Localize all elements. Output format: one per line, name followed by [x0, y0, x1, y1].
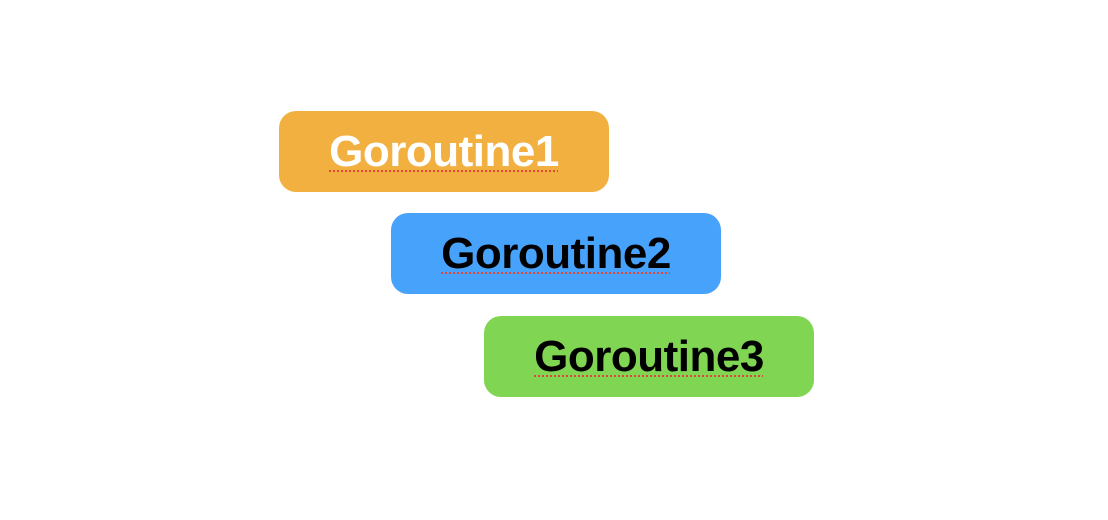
goroutine-3-box: Goroutine3 — [484, 316, 814, 397]
goroutine-2-box: Goroutine2 — [391, 213, 721, 294]
goroutine-3-label: Goroutine3 — [534, 331, 764, 381]
goroutine-2-label: Goroutine2 — [441, 228, 671, 278]
goroutine-1-label: Goroutine1 — [329, 126, 559, 176]
goroutine-1-box: Goroutine1 — [279, 111, 609, 192]
